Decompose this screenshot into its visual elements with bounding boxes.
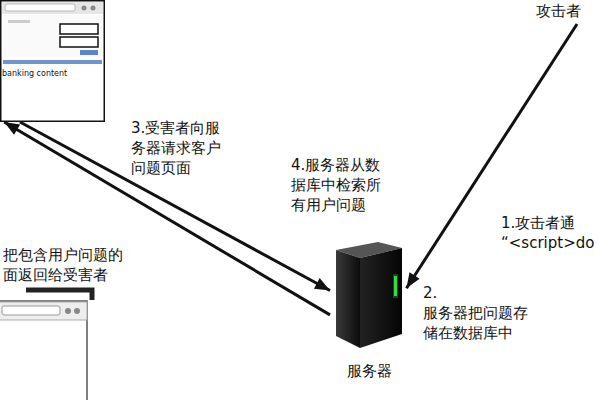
status-glow: [393, 274, 398, 298]
browser-frame: [0, 0, 105, 122]
arrow-head: [4, 122, 20, 135]
nav-bar: [3, 60, 102, 64]
window-shadow: [26, 290, 92, 300]
server-front: [336, 250, 360, 348]
step-label: 3.受害者向服 务器请求客户 问题页面: [130, 118, 222, 178]
logo-bar: [8, 20, 30, 23]
login-button: [80, 50, 98, 55]
toolbar-icon: [65, 308, 71, 314]
page-text: banking content: [2, 68, 67, 79]
browser-toolbar: [0, 302, 87, 320]
browser-illustration: [0, 0, 105, 122]
actor-name: 攻击者: [536, 2, 581, 20]
step-note: 4.服务器从数 据库中检索所 有用户问题: [290, 155, 382, 215]
step-label: 1.攻击者通 “<script>do: [500, 213, 595, 253]
arrow-head: [314, 278, 330, 290]
toolbar-icon: [82, 6, 87, 11]
browser-window: [0, 301, 87, 400]
toolbar-icon: [74, 308, 80, 314]
step-label: 把包含用户问题的 面返回给受害者: [2, 245, 124, 285]
page-header: [3, 15, 102, 57]
server-side: [360, 248, 402, 348]
toolbar-icon: [91, 6, 96, 11]
browser-toolbar: [2, 2, 103, 14]
login-field: [60, 24, 98, 34]
server-illustration: [330, 236, 408, 352]
node-box: 服务器: [330, 236, 408, 352]
step-note: 2.服务器把问题存 储在数据库中: [422, 283, 529, 343]
arrow-head: [406, 272, 419, 288]
server-name: 服务器: [347, 362, 392, 380]
node-box: 攻击者: [532, 0, 585, 24]
address-bar: [5, 4, 75, 11]
address-bar: [2, 306, 60, 315]
login-field: [60, 37, 98, 47]
node-box: banking content: [0, 0, 105, 122]
